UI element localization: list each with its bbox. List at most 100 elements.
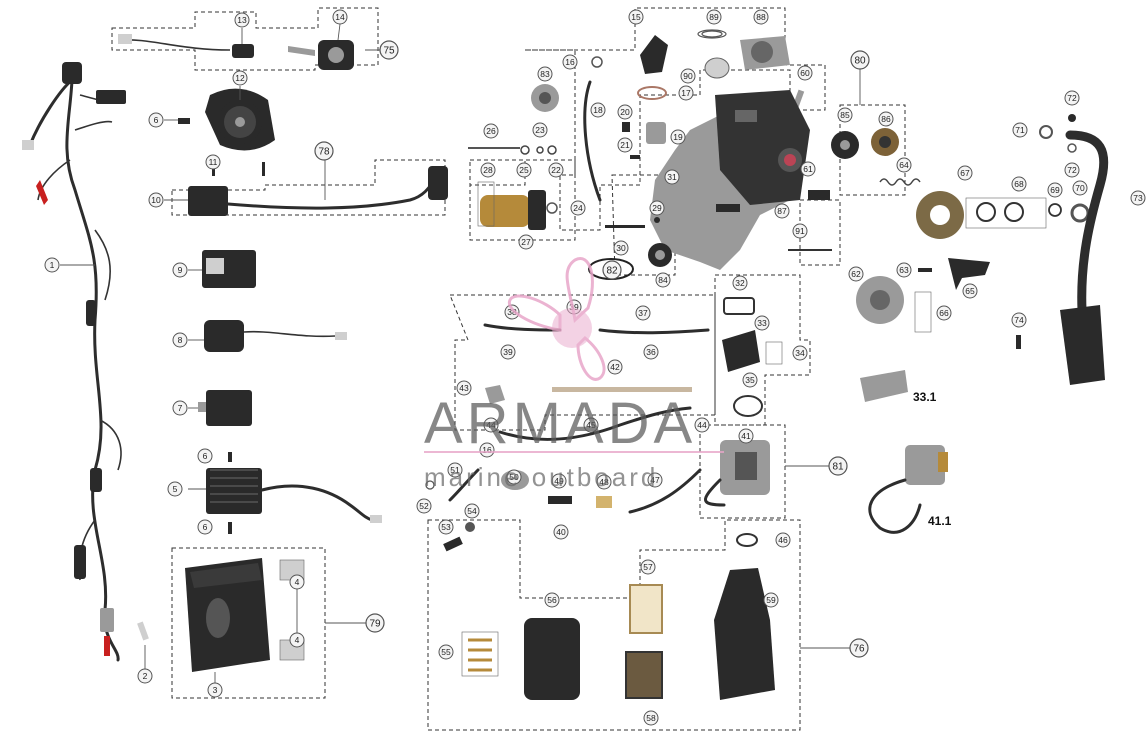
callout-number: 28	[483, 165, 493, 175]
callout-1: 1	[44, 257, 60, 273]
callout-circle	[544, 592, 560, 608]
callout-circle	[643, 344, 659, 360]
callout-58: 58	[643, 710, 659, 726]
callout-45: 45	[583, 417, 599, 433]
callout-number: 83	[540, 69, 550, 79]
callout-23: 23	[532, 122, 548, 138]
air-filter-parts	[461, 568, 775, 700]
callout-number: 88	[756, 12, 766, 22]
callout-75: 75	[379, 40, 399, 60]
callout-circle	[640, 559, 656, 575]
callout-90: 90	[680, 68, 696, 84]
callout-34: 34	[792, 345, 808, 361]
callout-circle	[602, 260, 622, 280]
callout-circle	[553, 524, 569, 540]
callout-2: 2	[137, 668, 153, 684]
callout-circle	[1012, 122, 1028, 138]
callout-circle	[680, 68, 696, 84]
callout-number: 91	[795, 226, 805, 236]
callout-number: 70	[1075, 183, 1085, 193]
callout-number: 58	[646, 713, 656, 723]
callout-81: 81	[828, 456, 848, 476]
callout-number: 7	[178, 403, 183, 413]
callout-circle	[148, 112, 164, 128]
callout-circle	[774, 203, 790, 219]
callout-32: 32	[732, 275, 748, 291]
callout-number: 31	[667, 172, 677, 182]
callout-36: 36	[643, 344, 659, 360]
callout-91: 91	[792, 223, 808, 239]
callout-circle	[137, 668, 153, 684]
callout-number: 1	[50, 260, 55, 270]
callout-circle	[379, 40, 399, 60]
callout-20: 20	[617, 104, 633, 120]
callout-number: 38	[507, 307, 517, 317]
callout-40: 40	[553, 524, 569, 540]
callout-circle	[506, 469, 522, 485]
callout-6: 6	[148, 112, 164, 128]
callout-49: 49	[551, 473, 567, 489]
callout-number: 62	[851, 269, 861, 279]
callout-number: 19	[673, 132, 683, 142]
engine-parts	[468, 29, 921, 280]
callout-circle	[483, 123, 499, 139]
callout-18: 18	[590, 102, 606, 118]
callout-circle	[670, 129, 686, 145]
callout-circle	[1011, 312, 1027, 328]
callout-number: 41	[741, 431, 751, 441]
callout-circle	[962, 283, 978, 299]
callout-4: 4	[289, 574, 305, 590]
callout-number: 42	[610, 362, 620, 372]
callout-number: 26	[486, 126, 496, 136]
callout-circle	[438, 519, 454, 535]
callout-circle	[232, 70, 248, 86]
group-outlines	[111, 7, 906, 731]
callout-3: 3	[207, 682, 223, 698]
callout-number: 90	[683, 71, 693, 81]
callout-circle	[172, 332, 188, 348]
callout-number: 5	[173, 484, 178, 494]
callout-86: 86	[878, 111, 894, 127]
callout-number: 80	[854, 56, 866, 67]
callout-circle	[1072, 180, 1088, 196]
callout-25: 25	[516, 162, 532, 178]
callout-number: 73	[1133, 193, 1143, 203]
callout-number: 49	[554, 476, 564, 486]
callout-number: 61	[803, 164, 813, 174]
callout-72: 72	[1064, 162, 1080, 178]
callout-circle	[197, 519, 213, 535]
callout-65: 65	[962, 283, 978, 299]
callout-number: 44	[486, 420, 496, 430]
watermark-subtitle: marine outboard	[424, 462, 658, 492]
callout-circle	[464, 503, 480, 519]
callout-number: 54	[467, 506, 477, 516]
callout-number: 37	[638, 308, 648, 318]
callout-42: 42	[607, 359, 623, 375]
callout-54: 54	[464, 503, 480, 519]
callout-circle	[754, 315, 770, 331]
callout-circle	[289, 574, 305, 590]
watermark: ARMADA marine outboard	[424, 257, 724, 492]
callout-circle	[1064, 162, 1080, 178]
callout-number: 4	[295, 577, 300, 587]
callout-80: 80	[850, 50, 870, 70]
callout-11: 11	[205, 154, 221, 170]
callout-number: 10	[151, 195, 161, 205]
callout-number: 43	[459, 383, 469, 393]
callout-circle	[332, 9, 348, 25]
callout-72: 72	[1064, 90, 1080, 106]
callout-circle	[617, 137, 633, 153]
callout-circle	[936, 305, 952, 321]
callout-number: 35	[745, 375, 755, 385]
callout-6: 6	[197, 448, 213, 464]
callout-53: 53	[438, 519, 454, 535]
callout-63: 63	[896, 262, 912, 278]
callout-13: 13	[234, 12, 250, 28]
callout-88: 88	[753, 9, 769, 25]
callout-43: 43	[456, 380, 472, 396]
callout-number: 74	[1014, 315, 1024, 325]
callout-circle	[172, 262, 188, 278]
callout-circle	[878, 111, 894, 127]
callout-circle	[483, 417, 499, 433]
